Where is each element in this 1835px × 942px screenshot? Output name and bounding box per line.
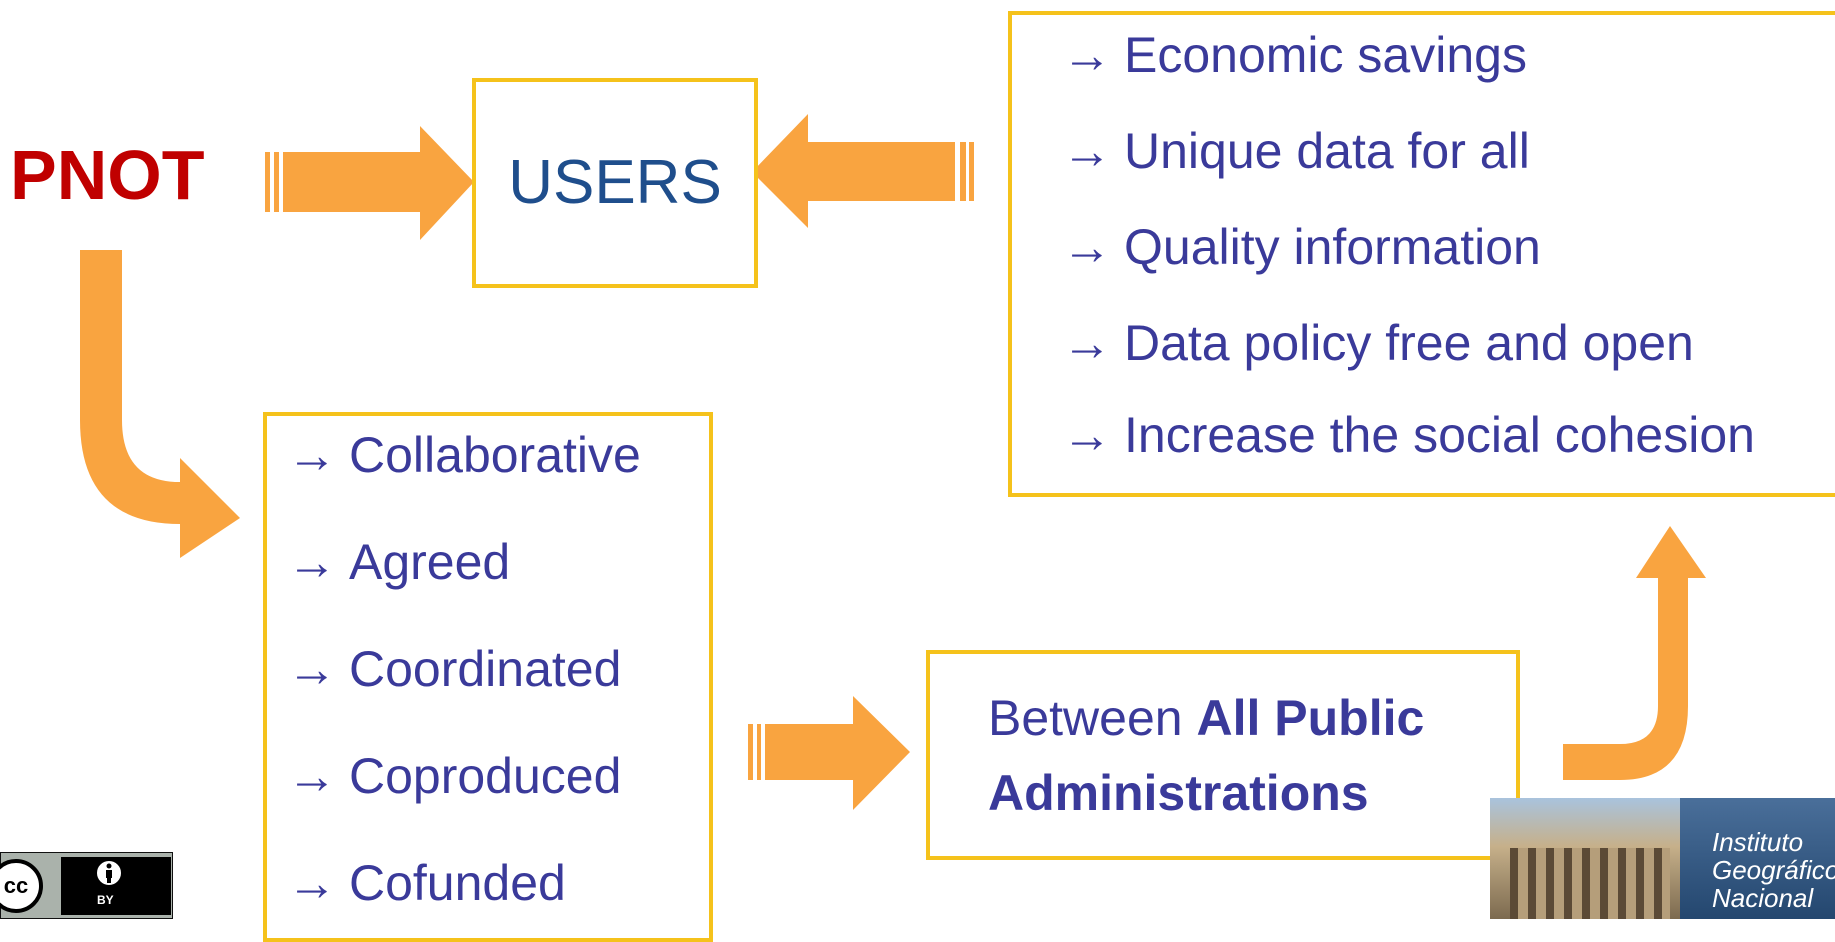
characteristic-item: →Collaborative xyxy=(287,427,641,483)
pnot-title: PNOT xyxy=(10,136,205,214)
arrow-right-icon: → xyxy=(1062,123,1112,179)
characteristic-item: →Coproduced xyxy=(287,748,622,804)
characteristic-item: →Coordinated xyxy=(287,641,622,697)
logo-text: Instituto Geográfico Nacional xyxy=(1712,827,1835,913)
connector-arrows xyxy=(80,114,1706,810)
building-photo xyxy=(1490,798,1685,919)
characteristic-item: →Cofunded xyxy=(287,855,566,911)
benefit-item: →Economic savings xyxy=(1062,27,1527,83)
benefit-item: →Quality information xyxy=(1062,219,1541,275)
arrow-pnot-to-users xyxy=(265,126,474,240)
arrow-right-icon: → xyxy=(287,534,337,590)
benefit-item: →Data policy free and open xyxy=(1062,315,1694,371)
attribution-person-icon xyxy=(94,858,124,888)
arrow-right-icon: → xyxy=(1062,315,1112,371)
by-label: BY xyxy=(97,893,114,907)
characteristic-item: →Agreed xyxy=(287,534,511,590)
administrations-box xyxy=(926,650,1520,860)
cc-by-license-badge: cc BY xyxy=(0,852,173,919)
users-box: USERS xyxy=(472,78,758,288)
arrow-right-icon: → xyxy=(287,748,337,804)
arrow-right-icon: → xyxy=(1062,27,1112,83)
arrow-characteristics-to-between xyxy=(748,696,910,810)
arrow-right-icon: → xyxy=(287,427,337,483)
arrow-right-icon: → xyxy=(287,641,337,697)
arrow-pnot-to-characteristics xyxy=(80,250,240,558)
logo-panel xyxy=(1680,798,1835,919)
arrow-right-icon: → xyxy=(1062,407,1112,463)
arrow-benefits-to-users xyxy=(752,114,974,228)
arrow-right-icon: → xyxy=(1062,219,1112,275)
cc-icon: cc xyxy=(0,859,43,913)
benefits-box xyxy=(1008,11,1835,497)
arrow-between-to-benefits xyxy=(1563,526,1706,780)
users-label: USERS xyxy=(508,148,722,217)
arrow-right-icon: → xyxy=(287,855,337,911)
benefit-item: →Increase the social cohesion xyxy=(1062,407,1755,463)
characteristics-box xyxy=(263,412,713,942)
ign-logo: Instituto Geográfico Nacional xyxy=(1490,798,1835,919)
benefit-item: →Unique data for all xyxy=(1062,123,1530,179)
administrations-text: Between All Public Administrations xyxy=(988,690,1425,821)
